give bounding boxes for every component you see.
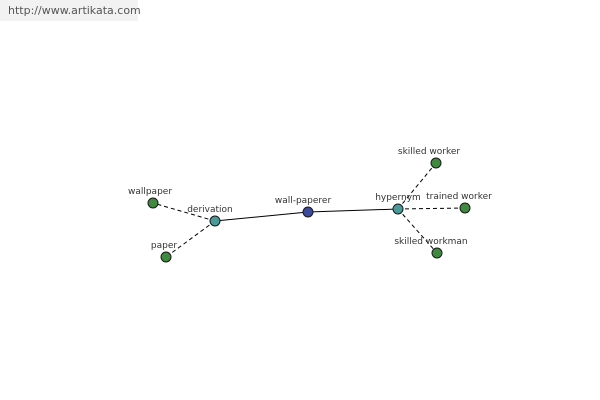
labels-layer: wall-paperer derivation hypernym wallpaper p… [128,147,492,251]
edges-layer [152,162,466,258]
node-skilled-workman[interactable] [431,247,443,259]
node-label-wallpaper: wallpaper [128,187,172,197]
node-hypernym[interactable] [392,203,404,215]
node-derivation[interactable] [209,215,221,227]
node-skilled-worker[interactable] [430,157,442,169]
node-label-skilled-worker: skilled worker [398,147,461,157]
nodes-layer [147,157,471,263]
node-label-trained-worker: trained worker [426,192,492,202]
edge-derivation-paper [165,220,216,258]
node-label-wall-paperer: wall-paperer [275,196,332,206]
node-label-hypernym: hypernym [375,193,421,203]
site-url-link[interactable]: http://www.artikata.com [0,0,141,21]
edge-hypernym-trained-worker [397,207,466,210]
node-label-derivation: derivation [187,205,233,215]
edge-hypernym-skilled-workman [397,208,438,254]
node-wallpaper[interactable] [147,197,159,209]
edge-derivation-wallpaper [152,202,216,222]
edge-wall-paperer-derivation [214,211,309,222]
node-trained-worker[interactable] [459,202,471,214]
node-label-skilled-workman: skilled workman [394,237,467,247]
node-wall-paperer[interactable] [302,206,314,218]
edge-wall-paperer-hypernym [307,208,399,213]
edge-hypernym-skilled-worker [397,162,437,210]
node-paper[interactable] [160,251,172,263]
node-label-paper: paper [151,241,177,251]
